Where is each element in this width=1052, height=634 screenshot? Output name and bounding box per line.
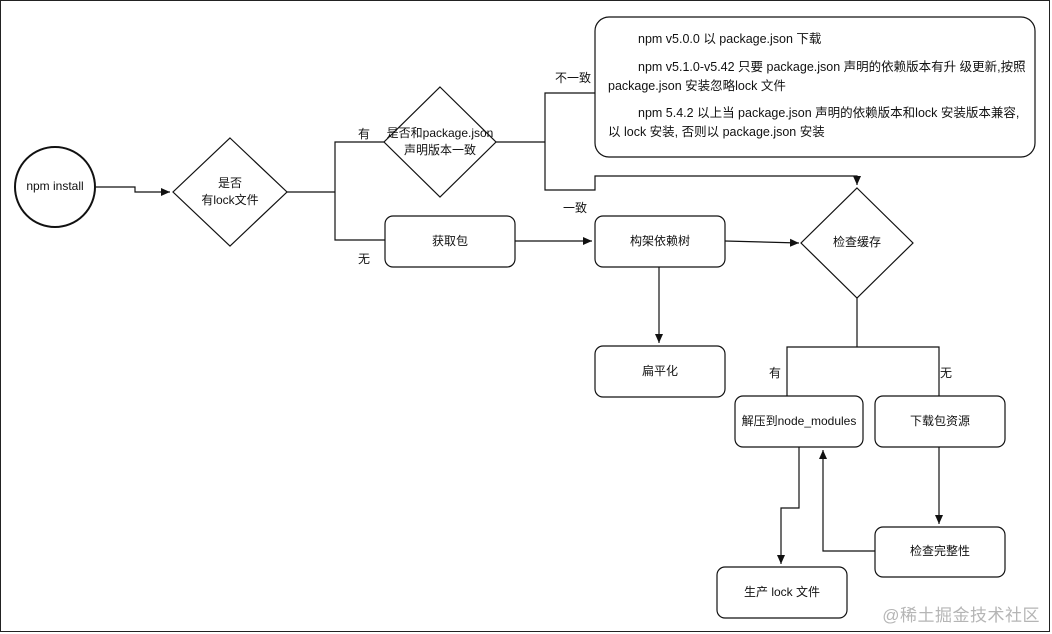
version-note-line-2: npm v5.1.0-v5.42 只要 package.json 声明的依赖版本… — [608, 59, 1026, 93]
flatten-box-shape — [594, 345, 726, 398]
has-lock-decision-shape — [172, 137, 288, 247]
edge-label-has-no: 无 — [358, 252, 371, 266]
build-tree-box-shape — [594, 215, 726, 268]
fetch-box-shape — [384, 215, 516, 268]
gen-lock-box-shape — [716, 566, 848, 619]
edge-tree-to-cache — [724, 238, 800, 247]
edge-label-has-yes: 有 — [358, 127, 371, 141]
watermark: @稀土掘金技术社区 — [882, 606, 1040, 625]
unzip-box-shape — [734, 395, 864, 448]
edge-unzip-to-genlock — [777, 447, 800, 564]
edge-label-cache-yes: 有 — [769, 366, 782, 380]
edge-cache-no — [857, 346, 940, 396]
start-node-shape — [14, 146, 96, 228]
edge-haslock-no — [334, 192, 385, 241]
edge-label-match: 一致 — [563, 201, 588, 215]
edge-label-mismatch: 不一致 — [555, 71, 592, 85]
edge-cache-yes — [786, 346, 857, 396]
edge-match — [544, 142, 861, 191]
edge-haslock-yes — [334, 141, 384, 192]
version-note-line-1: npm v5.0.0 以 package.json 下载 — [638, 32, 822, 46]
version-note-line-3: npm 5.4.2 以上当 package.json 声明的依赖版本和lock … — [608, 106, 1020, 139]
match-decision-shape — [383, 86, 497, 198]
edge-integrity-to-unzip — [819, 450, 875, 552]
edge-label-cache-no: 无 — [940, 366, 953, 380]
edge-start-to-haslock — [96, 186, 170, 196]
cache-decision-shape — [800, 187, 914, 299]
edge-mismatch — [544, 92, 595, 142]
version-note: npm v5.0.0 以 package.json 下载 npm v5.1.0-… — [608, 30, 1028, 151]
version-note-shape — [594, 16, 1036, 158]
download-box-shape — [874, 395, 1006, 448]
integrity-box-shape — [874, 526, 1006, 578]
